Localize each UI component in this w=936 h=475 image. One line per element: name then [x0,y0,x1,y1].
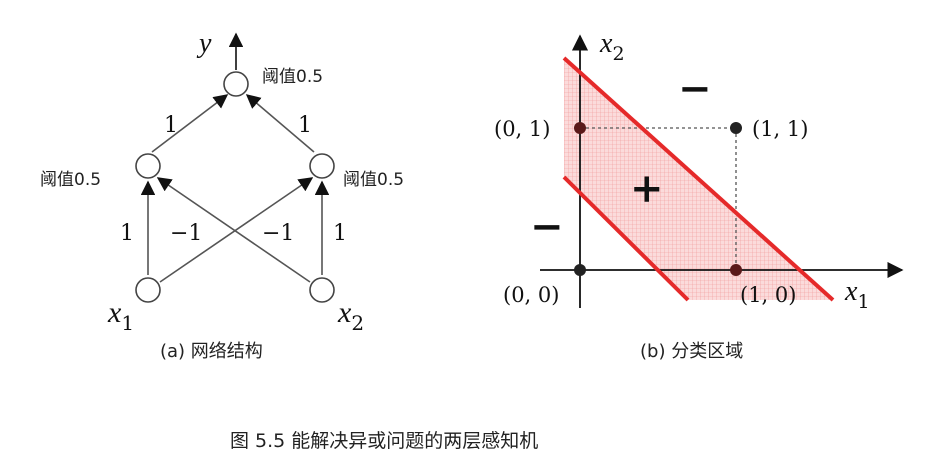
sign-negative-top: − [678,65,712,112]
output-node [223,71,249,97]
hidden-left-threshold: 阈值0.5 [40,170,101,190]
input-label-x1: x1 [107,296,134,335]
output-variable: y [196,28,212,59]
weight-h2-output: 1 [298,113,312,138]
input-label-x2: x2 [337,296,364,335]
edge-x1-h2 [159,177,314,283]
weight-h1-output: 1 [164,113,178,138]
point-0-0 [574,264,586,276]
label-point-0-0: (0, 0) [503,283,559,307]
label-point-1-0: (1, 0) [740,283,796,307]
caption-a: (a) 网络结构 [160,341,263,362]
region-diagram: (0, 0) (0, 1) (1, 1) (1, 0) x2 x1 + − − … [494,28,904,362]
weight-x2-h1: −1 [170,221,202,246]
x2-axis-label: x2 [599,28,625,65]
point-1-0 [730,264,742,276]
edge-h1-output [151,94,229,153]
weight-x1-h2: −1 [262,221,294,246]
hidden-node-left [135,153,161,179]
sign-negative-left: − [530,203,564,250]
input-node-x2 [309,277,335,303]
hidden-right-threshold: 阈值0.5 [343,170,404,190]
input-node-x1 [135,277,161,303]
caption-b: (b) 分类区域 [640,341,743,362]
decision-boundary-upper [562,56,835,302]
edge-h2-output [245,94,315,153]
hidden-node-right [309,153,335,179]
weight-x2-h2: 1 [333,221,347,246]
sign-positive: + [630,165,664,212]
figure-caption: 图 5.5 能解决异或问题的两层感知机 [230,430,538,452]
label-point-0-1: (0, 1) [494,117,550,141]
point-0-1 [574,122,586,134]
point-1-1 [730,122,742,134]
label-point-1-1: (1, 1) [752,117,808,141]
x1-axis-label: x1 [844,276,870,313]
output-threshold: 阈值0.5 [262,67,323,87]
network-diagram: y 阈值0.5 阈值0.5 阈值0.5 1 1 1 −1 −1 1 x1 x2 … [40,28,404,362]
decision-boundary-lower [562,175,690,302]
weight-x1-h1: 1 [120,221,134,246]
edge-x2-h1 [156,177,311,283]
